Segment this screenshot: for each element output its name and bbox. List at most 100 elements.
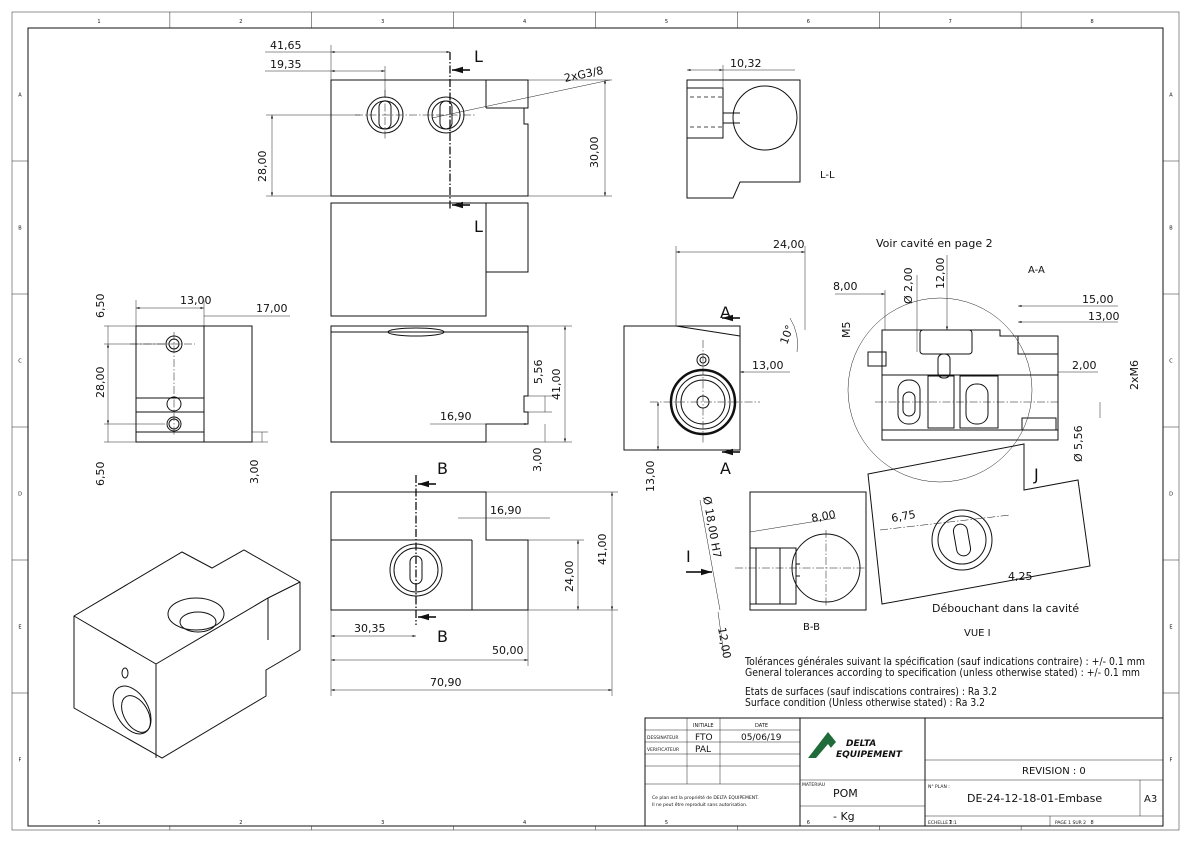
section-b-b-label: B-B: [803, 622, 820, 633]
frame-col-label: 5: [665, 820, 668, 826]
section-l-l-label: L-L: [820, 170, 835, 181]
frame-col-label: 7: [949, 820, 952, 826]
logo-line-2: EQUIPEMENT: [836, 750, 903, 760]
frame-col-label: 2: [239, 820, 242, 826]
dim-17: 17,00: [256, 302, 288, 315]
section-l-top-label: L: [474, 47, 483, 66]
section-b-top-label: B: [437, 459, 448, 478]
dim-6-50-a: 6,50: [94, 294, 107, 319]
frame-row-label: D: [1169, 492, 1173, 498]
dim-28-left: 28,00: [94, 367, 107, 399]
dim-3-left: 3,00: [248, 460, 261, 485]
logo-line-1: DELTA: [846, 739, 876, 749]
section-l-bottom-label: L: [474, 217, 483, 236]
section-l-l-view: 10,32 L-L: [686, 57, 835, 199]
tb-row2-initials: PAL: [695, 745, 711, 755]
section-a-a-view: Voir cavité en page 2 A-A 8,00 Ø 2,00 12…: [833, 237, 1141, 483]
dim-50: 50,00: [492, 644, 524, 657]
middle-view: [330, 202, 529, 317]
frame-col-label: 3: [381, 820, 384, 826]
frame-col-label: 3: [381, 19, 384, 25]
section-l-arrows: L L: [452, 47, 483, 236]
title-block: INITIALE DATE DESSINATEUR FTO 05/06/19 V…: [644, 717, 1164, 827]
dim-24-bot: 24,00: [563, 561, 576, 593]
dim-8-aa: 8,00: [833, 280, 858, 293]
dim-13-aa: 13,00: [1088, 310, 1120, 323]
tb-row1-initials: FTO: [695, 733, 713, 743]
dim-41-65: 41,65: [270, 39, 302, 52]
dim-13-vert: 13,00: [644, 461, 657, 493]
frame-row-label: A: [18, 93, 22, 99]
frame-col-label: 2: [239, 19, 242, 25]
dim-8-bb: 8,00: [810, 508, 836, 525]
dim-12-bb: 12,00: [715, 626, 733, 659]
dim-24-side: 24,00: [773, 238, 805, 251]
frame-row-label: B: [18, 226, 22, 232]
note-line-2: General tolerances according to specific…: [745, 666, 1140, 679]
dim-12-aa: 12,00: [934, 258, 947, 290]
dim-thread: 2xG3/8: [563, 64, 605, 85]
frame-col-label: 8: [1090, 820, 1093, 826]
tb-echelle: ECHELLE 2:1: [928, 820, 957, 826]
general-notes: Tolérances générales suivant la spécific…: [744, 655, 1145, 709]
section-a-a-label: A-A: [1028, 265, 1045, 276]
frame-row-label: E: [1169, 625, 1172, 631]
dim-41-bot: 41,00: [596, 534, 609, 566]
frame-col-label: 1: [97, 19, 100, 25]
dim-m5: M5: [840, 322, 853, 339]
dim-phi2: Ø 2,00: [902, 267, 915, 304]
tb-property-2: Il ne peut être reproduit sans autorisat…: [652, 801, 747, 808]
frame-col-label: 5: [665, 19, 668, 25]
dim-6-50-b: 6,50: [94, 462, 107, 487]
dim-4-25: 4,25: [1008, 570, 1033, 583]
voir-cavite-note: Voir cavité en page 2: [876, 237, 993, 250]
dim-70-90: 70,90: [430, 676, 462, 689]
section-a-top-label: A: [720, 303, 731, 322]
tb-page: PAGE 1 SUR 2: [1055, 820, 1086, 826]
frame-col-label: 7: [949, 19, 952, 25]
tb-materiau-label: MATERIAU: [802, 782, 825, 788]
dim-16-90-front: 16,90: [440, 410, 472, 423]
frame-col-label: 8: [1090, 19, 1093, 25]
frame-col-label: 6: [807, 820, 810, 826]
frame-row-label: A: [1169, 93, 1173, 99]
frame-row-label: F: [1170, 758, 1173, 764]
top-view-dimensions: 41,65 19,35 2xG3/8 28,00 30,00: [256, 39, 612, 197]
dim-16-90-bot: 16,90: [490, 504, 522, 517]
dim-6-75: 6,75: [890, 508, 916, 525]
tb-revision: REVISION : 0: [1022, 766, 1086, 777]
frame-col-label: 1: [97, 820, 100, 826]
frame-col-label: 6: [807, 19, 810, 25]
debouchant-note: Débouchant dans la cavité: [932, 602, 1079, 615]
isometric-view: [73, 549, 301, 759]
frame-row-label: F: [19, 758, 22, 764]
dim-2-aa: 2,00: [1072, 359, 1097, 372]
frame-row-label: B: [1169, 226, 1173, 232]
tb-plan-label: N° PLAN :: [928, 784, 950, 790]
dim-3-front: 3,00: [531, 448, 544, 473]
dim-30: 30,00: [588, 137, 601, 169]
tb-row1-date: 05/06/19: [741, 733, 782, 743]
dim-13-left: 13,00: [180, 294, 212, 307]
frame-col-label: 4: [523, 820, 526, 826]
dim-10deg: 10°: [778, 323, 797, 346]
view-j: J 6,75 4,25 Débouchant dans la cavité VU…: [867, 443, 1091, 639]
section-i-label: I: [686, 547, 691, 566]
frame-row-label: C: [18, 359, 22, 365]
dim-phi5-56: Ø 5,56: [1072, 425, 1085, 462]
dim-phi18: Ø 18,00 H7: [700, 495, 724, 559]
bottom-view: B B 16,90 41,00 24,00 30,35 50,00 70,90: [330, 459, 618, 696]
tb-format: A3: [1144, 794, 1157, 805]
view-j-label: J: [1033, 465, 1039, 484]
tb-hdr-initiale: INITIALE: [693, 723, 714, 729]
left-view: 13,00 17,00 6,50 28,00 6,50 3,00: [94, 294, 290, 487]
delta-logo: DELTA EQUIPEMENT: [808, 732, 903, 760]
dim-13-side: 13,00: [752, 359, 784, 372]
side-view: A A 24,00 10° 13,00 13,00: [623, 238, 806, 493]
frame-row-label: D: [18, 492, 22, 498]
tb-hdr-date: DATE: [755, 723, 768, 729]
section-b-b-view: 8,00 Ø 18,00 H7 I 12,00 B-B: [686, 491, 867, 660]
tb-mass: - Kg: [833, 810, 855, 823]
